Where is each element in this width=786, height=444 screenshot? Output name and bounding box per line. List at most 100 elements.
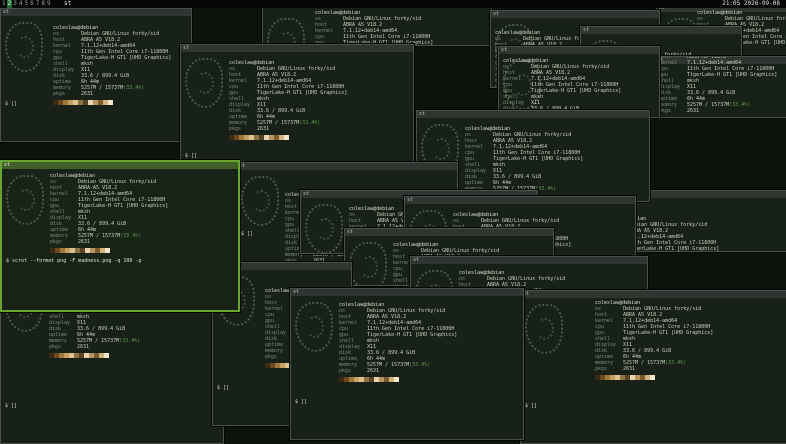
color-swatch xyxy=(63,100,68,105)
window-titlebar[interactable]: st xyxy=(1,9,191,16)
shell-prompt[interactable]: $ [] xyxy=(295,399,308,405)
window-titlebar[interactable]: st xyxy=(345,229,553,236)
window-titlebar[interactable]: st xyxy=(237,163,457,170)
window-titlebar[interactable]: st xyxy=(411,257,647,264)
window-titlebar[interactable]: st xyxy=(181,45,413,52)
info-value: ABRA A5 V18.2 xyxy=(343,22,383,28)
workspace-tag-8[interactable]: 8 xyxy=(41,0,45,7)
info-value: 2631 xyxy=(81,91,94,97)
info-value: Debian GNU/Linux forky/sid xyxy=(523,36,602,42)
info-key: gpu xyxy=(265,318,275,324)
color-swatch xyxy=(99,353,104,358)
info-key: pkgs xyxy=(229,126,242,132)
shell-prompt[interactable]: $ [] xyxy=(217,385,230,391)
window-titlebar[interactable]: st xyxy=(521,291,786,298)
workspace-tag-1[interactable]: 1 xyxy=(2,0,6,7)
info-key: memory xyxy=(595,360,614,366)
color-swatch xyxy=(69,353,74,358)
color-swatch xyxy=(694,117,699,118)
shell-prompt[interactable]: $ [] xyxy=(5,101,18,107)
info-key: shell xyxy=(49,314,65,320)
color-swatch xyxy=(635,375,640,380)
window-titlebar[interactable]: st xyxy=(491,11,659,18)
window-titlebar[interactable]: st xyxy=(581,27,741,34)
color-swatch xyxy=(73,100,78,105)
info-value: 7.1.12+deb14-amd64 xyxy=(367,320,422,326)
info-key: disk xyxy=(53,73,66,79)
workspace-tag-5[interactable]: 5 xyxy=(24,0,29,7)
color-swatch xyxy=(89,353,94,358)
workspace-tag-9[interactable]: 9 xyxy=(47,0,51,7)
info-value: ABRA A5 V18.2 xyxy=(377,218,417,224)
shell-prompt[interactable]: $ [] xyxy=(525,403,538,409)
color-swatch xyxy=(80,248,85,253)
info-key: pkgs xyxy=(49,344,62,350)
shell-prompt[interactable]: $ [] xyxy=(241,231,254,237)
window-titlebar[interactable]: st xyxy=(499,47,659,54)
info-value: mksh xyxy=(687,78,700,84)
info-key: cpu xyxy=(53,49,63,55)
info-key: os xyxy=(453,218,460,224)
window-titlebar[interactable]: st xyxy=(2,162,238,169)
info-value: TigerLake-H GT1 [UHD Graphics] xyxy=(81,55,172,61)
info-key: kernel xyxy=(265,306,284,312)
info-key: gpu xyxy=(595,330,605,336)
window-titlebar[interactable]: st xyxy=(301,191,537,198)
info-key: disk xyxy=(49,326,62,332)
info-value: 7.1.12+deb14-amd64 xyxy=(687,60,742,66)
window-titlebar[interactable]: st xyxy=(405,197,635,204)
info-value: mksh xyxy=(531,94,544,100)
info-value: 11th Gen Intel Core i7-11800H xyxy=(257,84,345,90)
info-key: host xyxy=(339,314,352,320)
workspace-tag-2[interactable]: 2 xyxy=(6,0,13,8)
window-titlebar[interactable]: st xyxy=(655,57,786,64)
debian-swirl-icon xyxy=(241,176,279,226)
info-key: uptime xyxy=(49,332,68,338)
info-key: host xyxy=(595,312,608,318)
color-swatch xyxy=(615,375,620,380)
info-key: cpu xyxy=(659,66,669,72)
color-swatch xyxy=(108,100,113,105)
shell-prompt[interactable]: $ [] xyxy=(5,403,18,409)
workspace-tag-3[interactable]: 3 xyxy=(13,0,17,7)
info-key: host xyxy=(265,300,278,306)
info-value: 33.6 / 899.4 GiB xyxy=(77,326,126,332)
window-titlebar[interactable]: st xyxy=(657,5,786,12)
info-key: kernel xyxy=(339,320,358,326)
color-swatch xyxy=(74,353,79,358)
shell-prompt[interactable]: $ [] xyxy=(185,153,198,159)
workspace-tag-7[interactable]: 7 xyxy=(35,0,40,7)
workspace-tag-4[interactable]: 4 xyxy=(18,0,23,7)
info-key: shell xyxy=(393,278,409,284)
window-titlebar[interactable]: st xyxy=(417,111,649,118)
workspace-tag-6[interactable]: 6 xyxy=(30,0,34,7)
color-swatch xyxy=(620,375,625,380)
info-key: display xyxy=(339,344,361,350)
command-line[interactable]: $ scrot --format png -F madness.png -q 1… xyxy=(6,258,142,264)
debian-swirl-icon xyxy=(185,58,223,108)
info-key: cpu xyxy=(595,324,605,330)
color-swatch xyxy=(270,363,275,368)
window-titlebar[interactable]: st xyxy=(291,289,523,296)
